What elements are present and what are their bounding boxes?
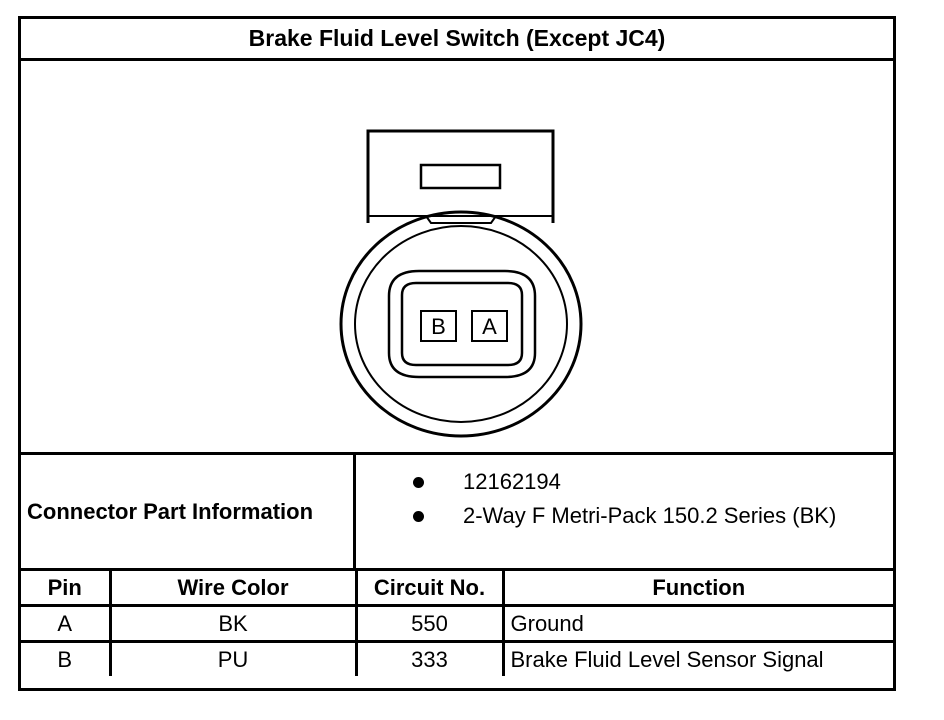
connector-description: 2-Way F Metri-Pack 150.2 Series (BK) [463,503,837,528]
connector-part-information: Connector Part Information 12162194 2-Wa… [21,455,893,571]
terminal-face [400,281,524,367]
connector-inner-shell [354,225,568,423]
column-header-function: Function [501,571,893,607]
connector-diagram: B A [21,61,893,455]
function-cell: Ground [501,604,893,643]
table-header-row: Pin Wire Color Circuit No. Function [21,571,893,607]
list-item: 2-Way F Metri-Pack 150.2 Series (BK) [359,499,893,533]
column-header-wire-color: Wire Color [108,571,358,607]
lock-tab-step [425,215,497,224]
wire-color-cell: PU [108,640,358,676]
cavity-b-box [420,310,457,342]
list-item: 12162194 [359,465,893,499]
column-header-pin: Pin [21,571,112,607]
pin-table: Pin Wire Color Circuit No. Function A BK… [21,571,893,676]
terminal-body [387,269,537,379]
pin-cell: B [21,640,112,676]
bullet-icon [413,476,424,488]
table-row: A BK 550 Ground [21,604,893,643]
cavity-a-box [471,310,508,342]
function-cell: Brake Fluid Level Sensor Signal [501,640,893,676]
lock-tab-housing [366,129,555,223]
connector-outer-shell [339,210,583,438]
connector-chart: Brake Fluid Level Switch (Except JC4) B [18,16,896,691]
bullet-icon [413,510,424,522]
cavity-b-label: B [431,314,446,339]
wire-color-cell: BK [108,604,358,643]
column-header-circuit-no: Circuit No. [354,571,505,607]
lock-tab-slot [419,163,502,190]
connector-info-label: Connector Part Information [21,455,356,568]
connector-face-drawing: B A [339,129,583,438]
circuit-no-cell: 550 [354,604,505,643]
pin-cell: A [21,604,112,643]
chart-title: Brake Fluid Level Switch (Except JC4) [21,19,893,61]
connector-info-list: 12162194 2-Way F Metri-Pack 150.2 Series… [359,455,893,568]
part-number: 12162194 [463,469,561,494]
cavity-a-label: A [482,314,497,339]
circuit-no-cell: 333 [354,640,505,676]
table-row: B PU 333 Brake Fluid Level Sensor Signal [21,640,893,676]
